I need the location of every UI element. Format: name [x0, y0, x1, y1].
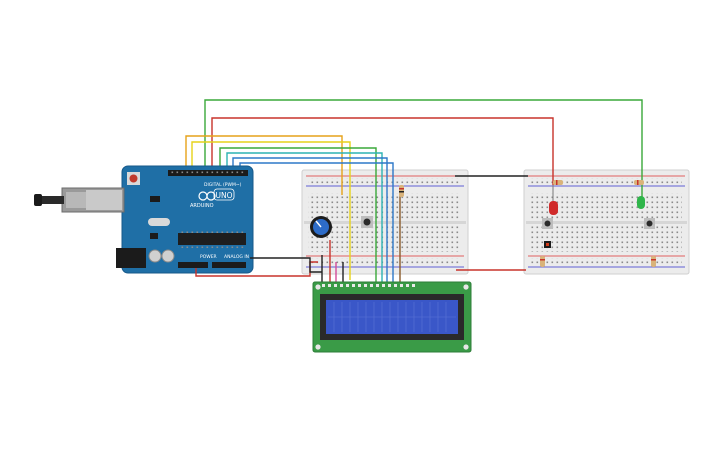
- led-red-icon[interactable]: [549, 185, 558, 215]
- wires-top[interactable]: [185, 99, 643, 282]
- breadboard-left[interactable]: [301, 169, 469, 275]
- wire-yellow: [191, 141, 351, 280]
- lcd-char-grid: [328, 302, 456, 332]
- wire-red-5v: [195, 261, 318, 277]
- buzzer-component: [544, 241, 551, 248]
- wire-blue-1: [232, 157, 388, 282]
- wire-green-short: [219, 147, 377, 282]
- analog-label: ANALOG IN: [224, 254, 249, 260]
- resistor-red-led: [553, 180, 563, 185]
- resistor-bottom-2: [651, 256, 656, 267]
- pushbutton-right-1[interactable]: [542, 218, 553, 229]
- led-green-icon[interactable]: [637, 196, 645, 209]
- usb-connector-icon: [34, 187, 125, 213]
- pushbutton-right-2[interactable]: [644, 218, 655, 229]
- digital-label: DIGITAL (PWM~): [204, 182, 242, 188]
- power-label: POWER: [200, 254, 217, 260]
- analog-header[interactable]: [212, 262, 246, 268]
- arduino-logo: ARDUINO UNO: [190, 188, 235, 209]
- lcd-pins: [322, 284, 415, 287]
- wire-red-long: [211, 117, 554, 185]
- resistor-bottom-1: [540, 256, 545, 267]
- wire-teal: [226, 152, 383, 282]
- model-label: UNO: [216, 191, 233, 200]
- pushbutton-icon[interactable]: [361, 216, 373, 228]
- power-jack: [116, 248, 146, 268]
- wires-bottom[interactable]: [195, 240, 344, 282]
- wire-black-gnd: [250, 257, 322, 273]
- reset-button-icon[interactable]: [127, 172, 140, 185]
- arduino-uno-board[interactable]: DIGITAL (PWM~) ARDUINO UNO POWER ANALOG …: [34, 165, 254, 274]
- lcd-display[interactable]: [312, 281, 472, 353]
- wire-orange: [185, 135, 343, 195]
- atmega-chip: [178, 233, 246, 245]
- brand-label: ARDUINO: [190, 203, 214, 209]
- resistor-green-led: [634, 180, 644, 185]
- resistor-icon: [399, 185, 404, 197]
- power-header[interactable]: [178, 262, 208, 268]
- potentiometer-icon[interactable]: [310, 216, 332, 238]
